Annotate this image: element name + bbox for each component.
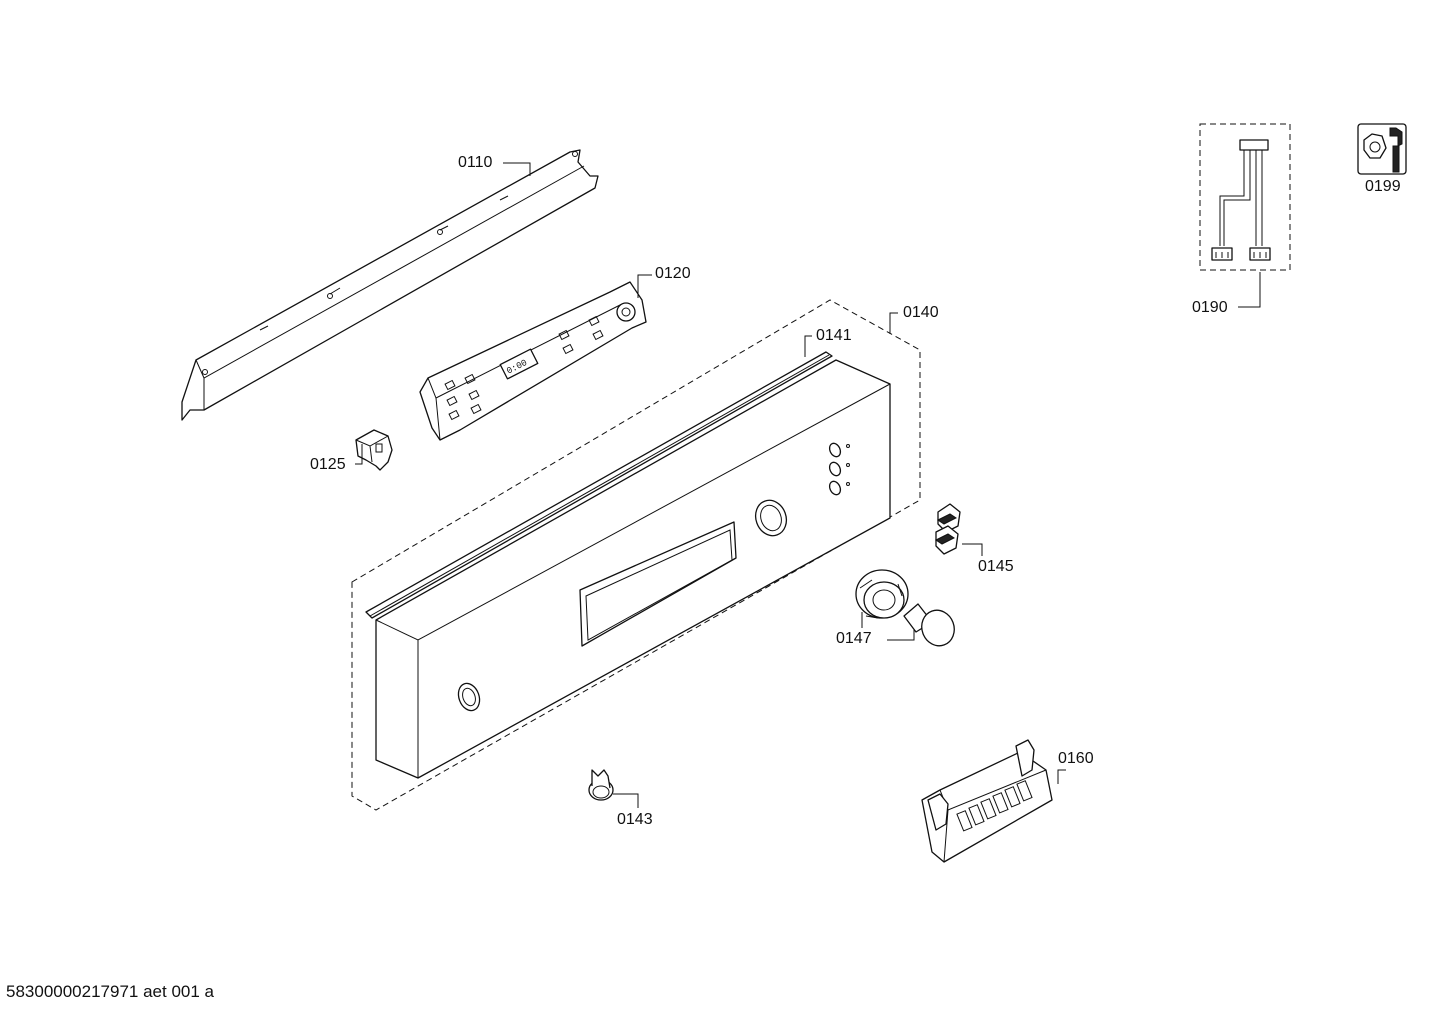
leader-0145 xyxy=(962,543,983,556)
label-0199[interactable]: 0199 xyxy=(1365,178,1401,195)
leader-0125 xyxy=(355,444,363,465)
part-0145-buttons[interactable] xyxy=(935,503,961,555)
part-0147-rotary-knob[interactable] xyxy=(855,569,909,619)
leader-0110 xyxy=(503,162,531,176)
part-0143-knob[interactable] xyxy=(588,769,614,801)
leader-0143 xyxy=(613,793,639,808)
label-0125[interactable]: 0125 xyxy=(310,456,346,473)
document-id: 58300000217971 aet 001 a xyxy=(6,982,214,1001)
label-0143[interactable]: 0143 xyxy=(617,811,653,828)
leader-0160 xyxy=(1057,769,1066,784)
label-0141[interactable]: 0141 xyxy=(816,327,852,344)
part-0160-terminal-block[interactable] xyxy=(921,739,1053,863)
label-0147[interactable]: 0147 xyxy=(836,630,872,647)
label-0190[interactable]: 0190 xyxy=(1192,299,1228,316)
leader-0190 xyxy=(1238,272,1261,308)
part-0141-trim-strip[interactable] xyxy=(365,351,833,619)
part-0147-push-button[interactable] xyxy=(903,603,959,650)
assembly-outline-0140 xyxy=(351,299,921,811)
label-0145[interactable]: 0145 xyxy=(978,558,1014,575)
part-0190-wiring-harness[interactable] xyxy=(1211,139,1271,261)
part-0110-rail[interactable] xyxy=(181,149,599,421)
label-0160[interactable]: 0160 xyxy=(1058,750,1094,767)
leader-0147 xyxy=(861,612,915,641)
part-0120-control-board[interactable]: 0:00 xyxy=(419,281,647,441)
label-0110[interactable]: 0110 xyxy=(458,154,493,171)
label-0120[interactable]: 0120 xyxy=(655,265,691,282)
leader-0140 xyxy=(889,312,898,334)
harness-outline-0190 xyxy=(1199,123,1291,271)
wrench-nut-icon[interactable] xyxy=(1357,123,1407,175)
label-0140[interactable]: 0140 xyxy=(903,304,939,321)
part-0140-control-panel[interactable] xyxy=(375,359,891,779)
leader-0120 xyxy=(637,274,652,298)
leader-0141 xyxy=(804,335,812,357)
